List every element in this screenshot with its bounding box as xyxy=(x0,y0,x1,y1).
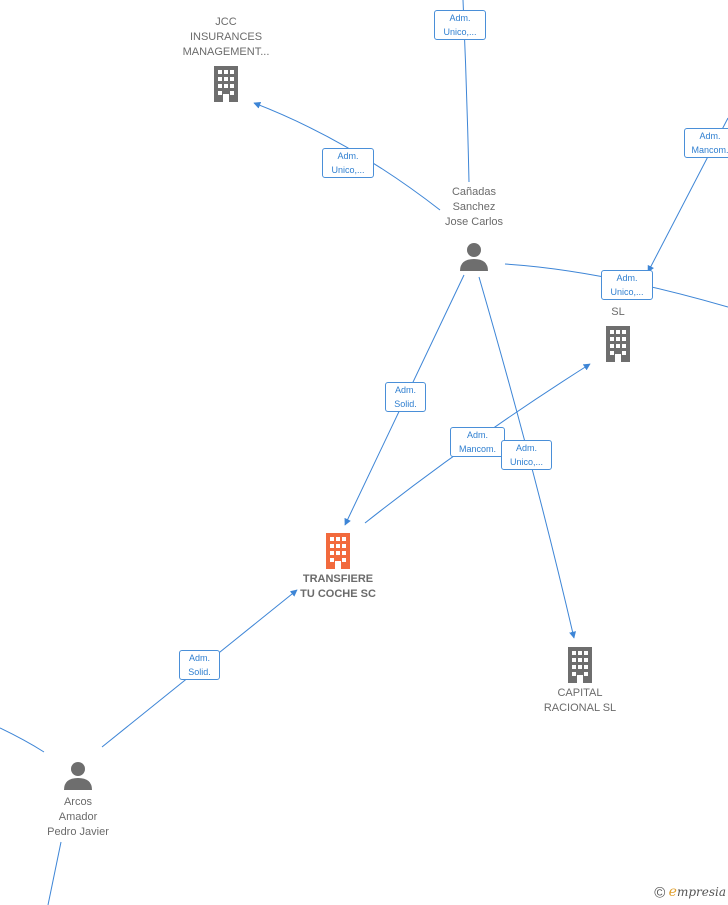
role-badge-right-top[interactable]: Adm. Mancom. xyxy=(684,128,728,158)
brand-watermark: © empresia xyxy=(654,884,726,901)
person-icon xyxy=(64,762,92,790)
role-badge-solid-1[interactable]: Adm. Solid. xyxy=(385,382,426,412)
building-icon xyxy=(606,326,630,362)
node-label: TRANSFIERE TU COCHE SC xyxy=(300,573,376,600)
role-badge-jcc[interactable]: Adm. Unico,... xyxy=(322,148,374,178)
building-icon xyxy=(568,647,592,683)
node-jcc-insurances[interactable]: JCC INSURANCES MANAGEMENT... xyxy=(170,15,282,102)
node-label: Arcos Amador Pedro Javier xyxy=(47,796,109,838)
node-transfiere-tu-coche[interactable]: TRANSFIERE TU COCHE SC xyxy=(282,533,394,602)
node-label: CAPITAL RACIONAL SL xyxy=(543,687,617,714)
node-ext-sl[interactable]: EXT SL xyxy=(568,290,668,362)
node-label: JCC INSURANCES MANAGEMENT... xyxy=(182,16,270,58)
role-badge-mancom[interactable]: Adm. Mancom. xyxy=(450,427,505,457)
edge-arcos-down xyxy=(47,841,62,905)
brand-logo-name: mpresia xyxy=(676,884,726,899)
node-arcos-amador[interactable]: Arcos Amador Pedro Javier xyxy=(28,760,128,840)
role-badge-unico-capital[interactable]: Adm. Unico,... xyxy=(501,440,552,470)
copyright-symbol: © xyxy=(654,884,666,901)
brand-logo-letter: e xyxy=(668,883,677,900)
building-icon xyxy=(214,66,238,102)
building-icon xyxy=(326,533,350,569)
role-badge-solid-2[interactable]: Adm. Solid. xyxy=(179,650,220,680)
person-icon xyxy=(460,243,488,271)
node-capital-racional[interactable]: CAPITAL RACIONAL SL xyxy=(530,647,630,716)
edge-left-to-arcos xyxy=(0,727,45,753)
role-badge-ext[interactable]: Adm. Unico,... xyxy=(601,270,653,300)
role-badge-top[interactable]: Adm. Unico,... xyxy=(434,10,486,40)
node-canadas-sanchez[interactable]: Cañadas Sanchez Jose Carlos xyxy=(424,185,524,271)
node-label: Cañadas Sanchez Jose Carlos xyxy=(444,186,504,228)
